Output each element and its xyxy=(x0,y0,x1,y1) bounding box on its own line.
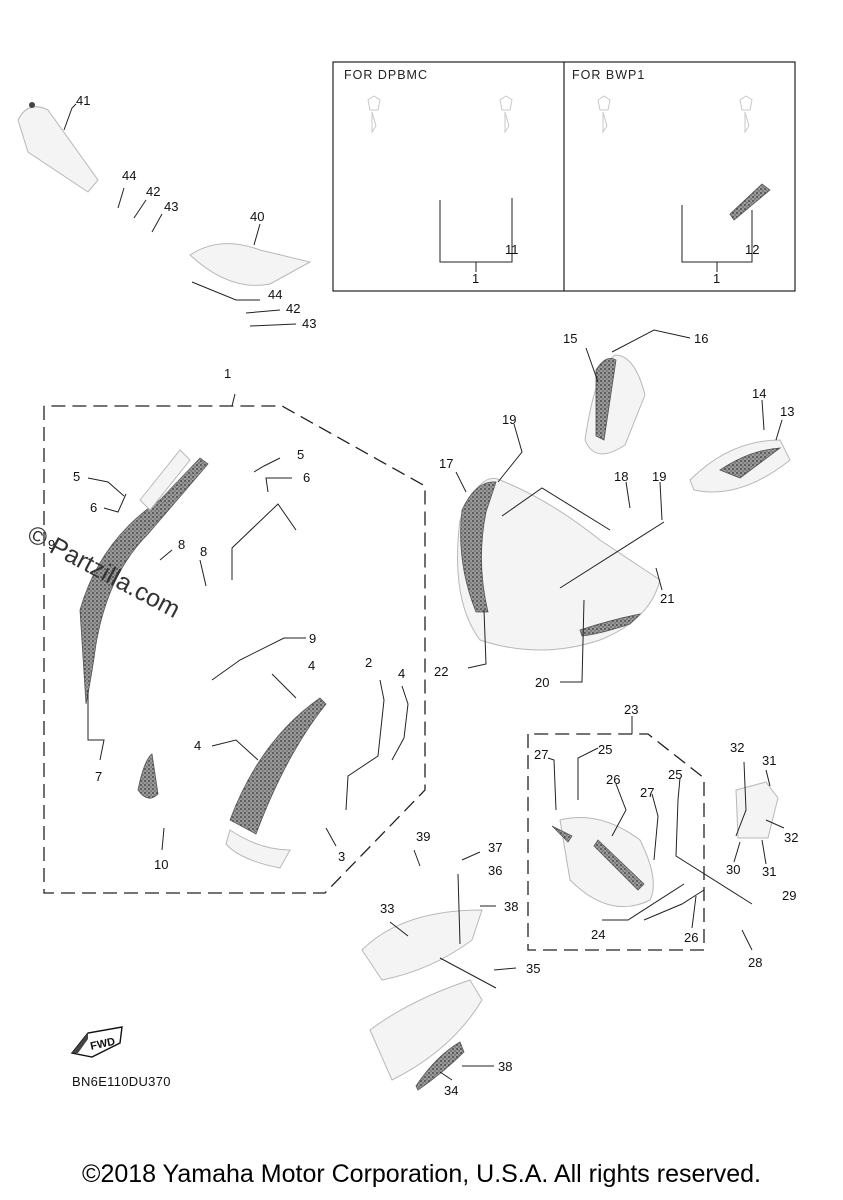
callout-33: 33 xyxy=(380,901,394,916)
callout-31: 31 xyxy=(762,753,776,768)
callout-27: 27 xyxy=(640,785,654,800)
callout-10: 10 xyxy=(154,857,168,872)
callout-40: 40 xyxy=(250,209,264,224)
windscreen-assembly xyxy=(584,329,791,493)
grille-assembly xyxy=(361,849,517,1091)
fwd-arrow-icon: FWD xyxy=(70,1026,123,1058)
callout-38: 38 xyxy=(504,899,518,914)
callout-42: 42 xyxy=(286,301,300,316)
inset-right-ref-1: 1 xyxy=(713,271,720,286)
callout-42: 42 xyxy=(146,184,160,199)
callout-4: 4 xyxy=(194,738,201,753)
front-cowling-assembly xyxy=(43,393,426,894)
diagram-code: BN6E110DU370 xyxy=(72,1074,171,1089)
callout-43: 43 xyxy=(164,199,178,214)
callout-9: 9 xyxy=(48,537,55,552)
callout-22: 22 xyxy=(434,664,448,679)
callout-3: 3 xyxy=(338,849,345,864)
inset-left-ref-1: 1 xyxy=(472,271,479,286)
callout-7: 7 xyxy=(95,769,102,784)
callout-19: 19 xyxy=(652,469,666,484)
callout-18: 18 xyxy=(614,469,628,484)
callout-25: 25 xyxy=(668,767,682,782)
callout-14: 14 xyxy=(752,386,766,401)
inset-right-ref-12: 12 xyxy=(745,242,759,257)
callout-21: 21 xyxy=(660,591,674,606)
callout-13: 13 xyxy=(780,404,794,419)
callout-23: 23 xyxy=(624,702,638,717)
callout-8: 8 xyxy=(200,544,207,559)
callout-37: 37 xyxy=(488,840,502,855)
callout-38: 38 xyxy=(498,1059,512,1074)
callout-39: 39 xyxy=(416,829,430,844)
callout-30: 30 xyxy=(726,862,740,877)
callout-6: 6 xyxy=(90,500,97,515)
callout-32: 32 xyxy=(784,830,798,845)
callout-32: 32 xyxy=(730,740,744,755)
callout-26: 26 xyxy=(606,772,620,787)
callout-43: 43 xyxy=(302,316,316,331)
callout-34: 34 xyxy=(444,1083,458,1098)
callout-2: 2 xyxy=(365,655,372,670)
callout-44: 44 xyxy=(122,168,136,183)
callout-36: 36 xyxy=(488,863,502,878)
callout-19: 19 xyxy=(502,412,516,427)
variant-inset: FOR DPBMC FOR BWP1 11 1 12 1 xyxy=(332,61,796,292)
callout-28: 28 xyxy=(748,955,762,970)
callout-16: 16 xyxy=(694,331,708,346)
inset-left-ref-11: 11 xyxy=(505,242,519,257)
callout-9: 9 xyxy=(309,631,316,646)
callout-15: 15 xyxy=(563,331,577,346)
inner-panel-assembly xyxy=(455,423,665,683)
callout-8: 8 xyxy=(178,537,185,552)
copyright-notice: ©2018 Yamaha Motor Corporation, U.S.A. A… xyxy=(82,1160,761,1188)
callout-44: 44 xyxy=(268,287,282,302)
callout-6: 6 xyxy=(303,470,310,485)
fwd-label: FWD xyxy=(89,1036,116,1053)
mirror-assembly xyxy=(17,102,312,327)
callout-5: 5 xyxy=(73,469,80,484)
callout-27: 27 xyxy=(534,747,548,762)
callout-25: 25 xyxy=(598,742,612,757)
callout-26: 26 xyxy=(684,930,698,945)
callout-20: 20 xyxy=(535,675,549,690)
callout-31: 31 xyxy=(762,864,776,879)
callout-35: 35 xyxy=(526,961,540,976)
lower-cowl-assembly xyxy=(527,716,785,951)
callout-29: 29 xyxy=(782,888,796,903)
callout-17: 17 xyxy=(439,456,453,471)
parts-diagram: FOR DPBMC FOR BWP1 11 1 12 1 xyxy=(17,61,798,1098)
callout-4: 4 xyxy=(398,666,405,681)
callout-24: 24 xyxy=(591,927,605,942)
inset-left-title: FOR DPBMC xyxy=(344,68,428,82)
callout-1: 1 xyxy=(224,366,231,381)
callout-41: 41 xyxy=(76,93,90,108)
inset-right-title: FOR BWP1 xyxy=(572,68,645,82)
callout-5: 5 xyxy=(297,447,304,462)
callout-4: 4 xyxy=(308,658,315,673)
